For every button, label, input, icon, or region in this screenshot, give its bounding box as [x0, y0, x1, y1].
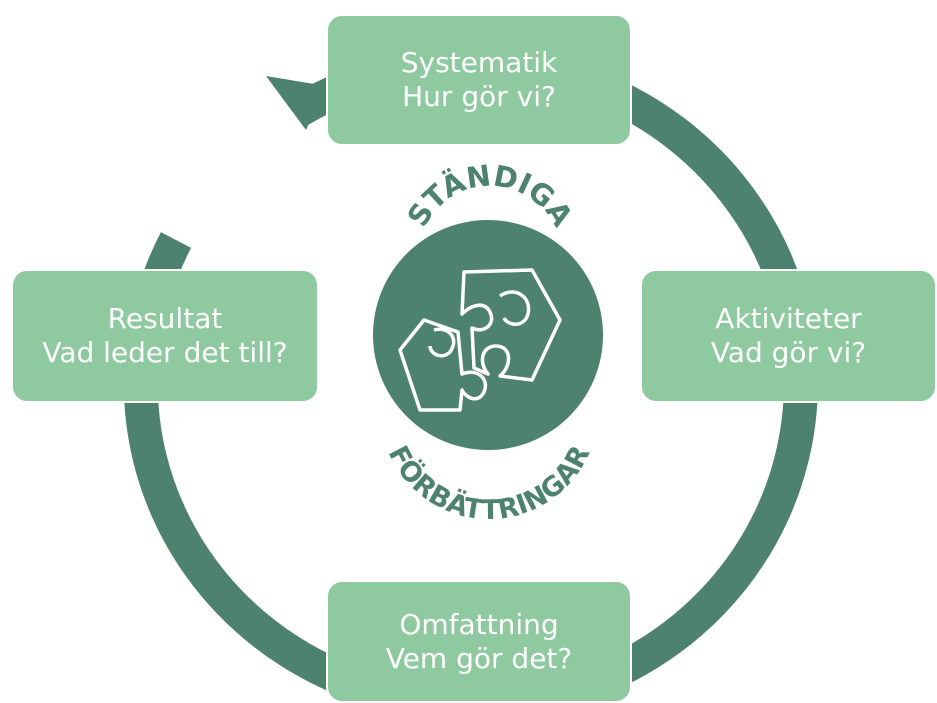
box-aktiviteter: Aktiviteter Vad gör vi?	[640, 269, 937, 403]
box-title: Systematik	[400, 46, 558, 79]
logo-bottom-text: FÖRBÄTTRINGAR	[382, 441, 597, 527]
box-omfattning: Omfattning Vem gör det?	[326, 580, 632, 703]
puzzle-pieces-icon	[398, 268, 562, 412]
box-title: Aktiviteter	[715, 302, 862, 335]
logo-circle	[373, 220, 603, 450]
cycle-arrowhead	[266, 76, 326, 130]
center-logo: STÄNDIGA FÖRBÄTTRINGAR	[373, 158, 603, 526]
box-question: Hur gör vi?	[402, 80, 556, 113]
box-question: Vad gör vi?	[710, 336, 867, 369]
box-question: Vem gör det?	[385, 641, 573, 675]
box-question: Vad leder det till?	[42, 336, 288, 369]
box-title: Omfattning	[399, 607, 559, 641]
box-resultat: Resultat Vad leder det till?	[11, 269, 319, 403]
box-title: Resultat	[107, 302, 223, 335]
box-systematik: Systematik Hur gör vi?	[326, 14, 632, 146]
